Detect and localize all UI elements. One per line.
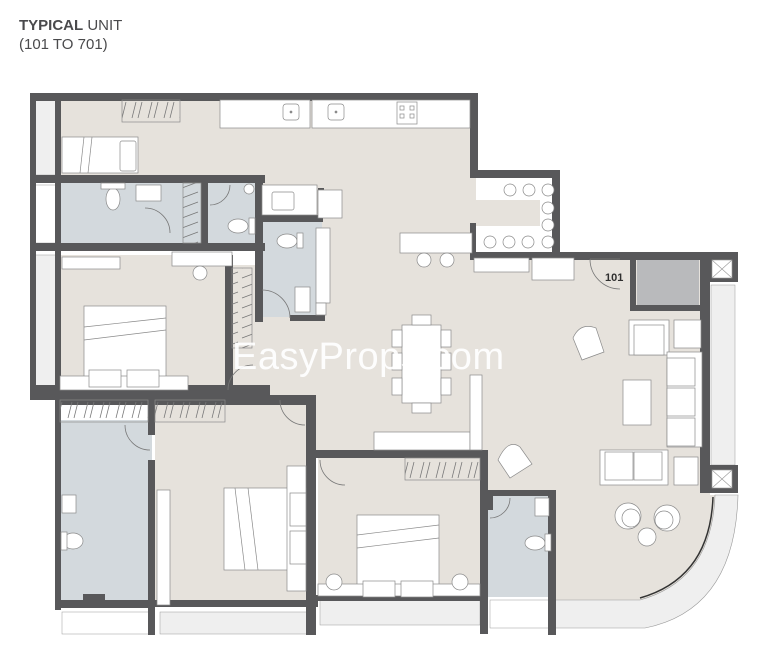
wardrobes (59, 267, 481, 606)
title-rest: UNIT (83, 17, 123, 34)
deck-outer-band (554, 494, 739, 629)
deck-seating (614, 502, 681, 547)
bottom-balcony-right (319, 599, 481, 626)
bottom-balcony-mid (159, 611, 309, 635)
left-balcony-top (31, 99, 58, 176)
walls (30, 93, 738, 635)
kitchen-counter (121, 99, 471, 129)
duct (637, 255, 699, 310)
unit-number-label: 101 (605, 272, 624, 284)
shaft-icon (711, 259, 733, 489)
bottom-balcony-left (61, 611, 151, 635)
bed-3 (317, 514, 481, 598)
appliances (261, 184, 343, 316)
door-swings (124, 184, 621, 519)
title-bold: TYPICAL (19, 17, 84, 34)
left-balcony-bottom (31, 254, 58, 389)
plan-title: TYPICAL UNIT (101 TO 701) (19, 16, 122, 54)
breakfast-bar (399, 232, 575, 281)
utility-stools (476, 183, 555, 249)
right-balcony (710, 284, 736, 466)
sanitary-fixtures (60, 182, 552, 552)
daybed (61, 136, 139, 174)
living-furniture (497, 319, 703, 486)
dining-table (373, 314, 483, 451)
watermark-text: EasyProps.com (232, 336, 505, 378)
bed-1 (59, 251, 233, 391)
bed-2 (223, 465, 307, 592)
plan-subtitle: (101 TO 701) (19, 36, 108, 53)
